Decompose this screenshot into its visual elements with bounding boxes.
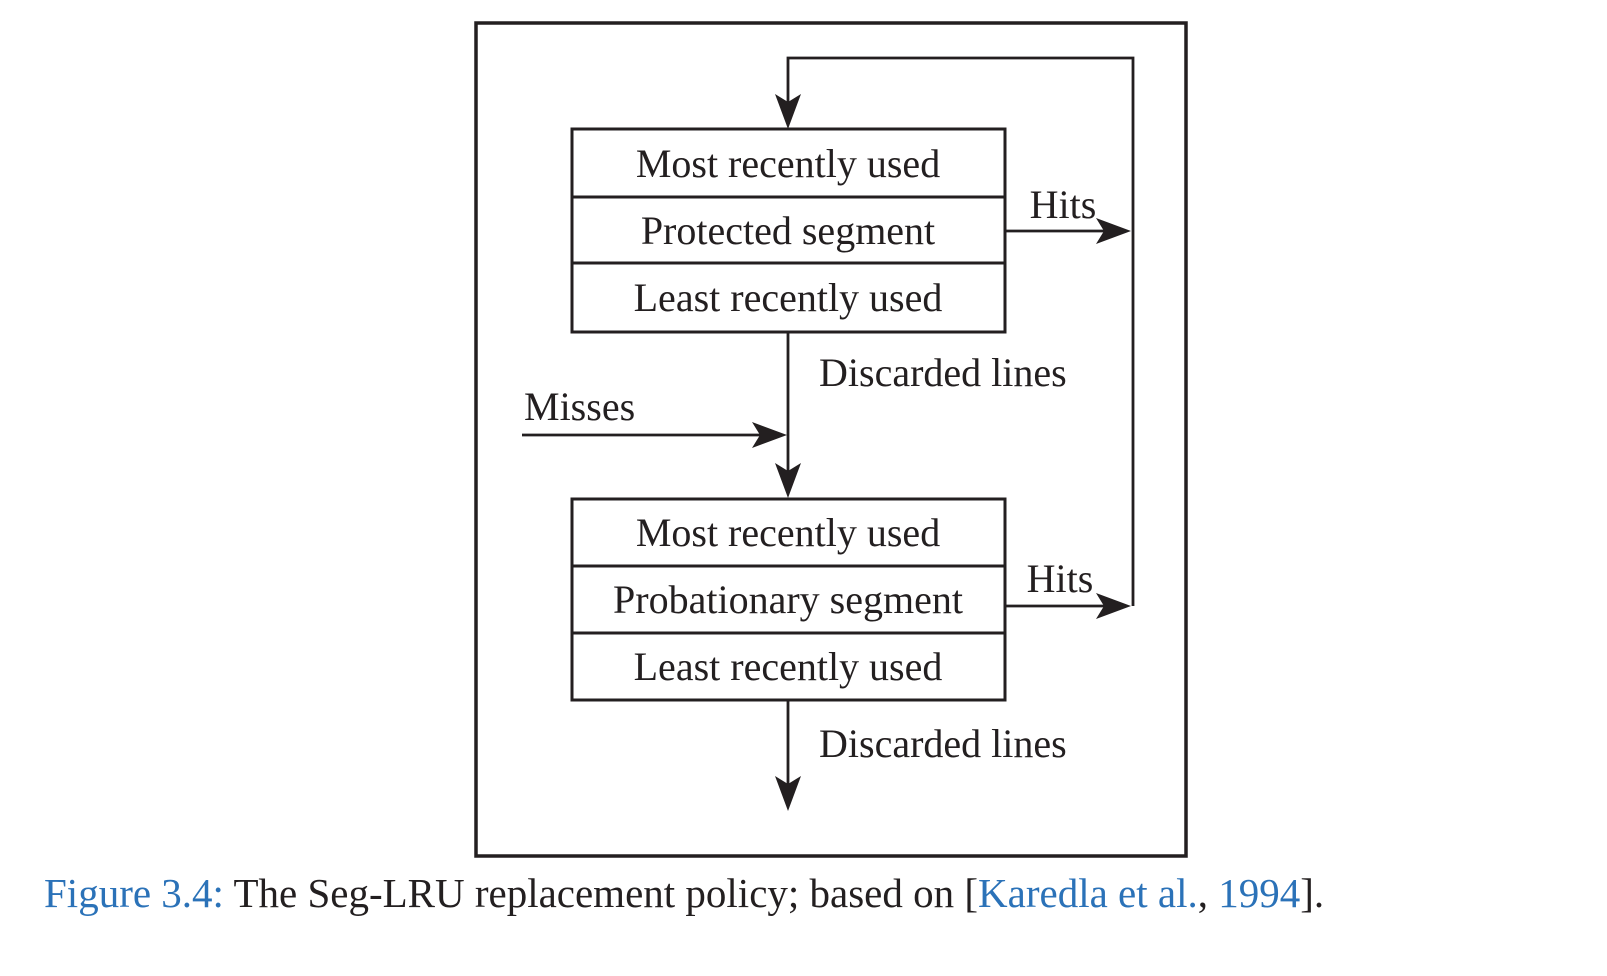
hits-arrow-top-head-icon [1096, 218, 1131, 244]
hits-top-label: Hits [1030, 182, 1097, 227]
probationary-row-name: Probationary segment [613, 577, 963, 622]
figure-frame [474, 21, 1188, 858]
protected-row-name: Protected segment [641, 208, 935, 253]
discarded-top-label: Discarded lines [819, 350, 1067, 395]
misses-arrowhead-icon [752, 422, 787, 448]
discarded-top-arrowhead-icon [775, 463, 801, 498]
hits-arrow-bottom-head-icon [1096, 593, 1131, 619]
protected-segment-box [570, 127, 1007, 334]
misses-label: Misses [524, 384, 635, 429]
protected-row-mru: Most recently used [636, 141, 940, 186]
loop-arrowhead-down-icon [775, 94, 801, 129]
probationary-segment-box [570, 497, 1007, 702]
figure-caption: Figure 3.4: The Seg-LRU replacement poli… [44, 869, 1324, 917]
figure-number-label: Figure 3.4: [44, 870, 224, 916]
discarded-bottom-label: Discarded lines [819, 721, 1067, 766]
caption-suffix: ]. [1300, 870, 1325, 916]
probationary-row-mru: Most recently used [636, 510, 940, 555]
citation-link[interactable]: Karedla et al. [978, 870, 1198, 916]
caption-separator: , [1197, 870, 1219, 916]
hits-return-loop-line [786, 56, 1135, 606]
protected-row-lru: Least recently used [634, 275, 943, 320]
caption-body-text: The Seg-LRU replacement policy; based on… [223, 870, 979, 916]
probationary-row-lru: Least recently used [634, 644, 943, 689]
discarded-bottom-arrowhead-icon [775, 776, 801, 811]
hits-bottom-label: Hits [1027, 556, 1094, 601]
citation-year-link[interactable]: 1994 [1218, 870, 1301, 916]
